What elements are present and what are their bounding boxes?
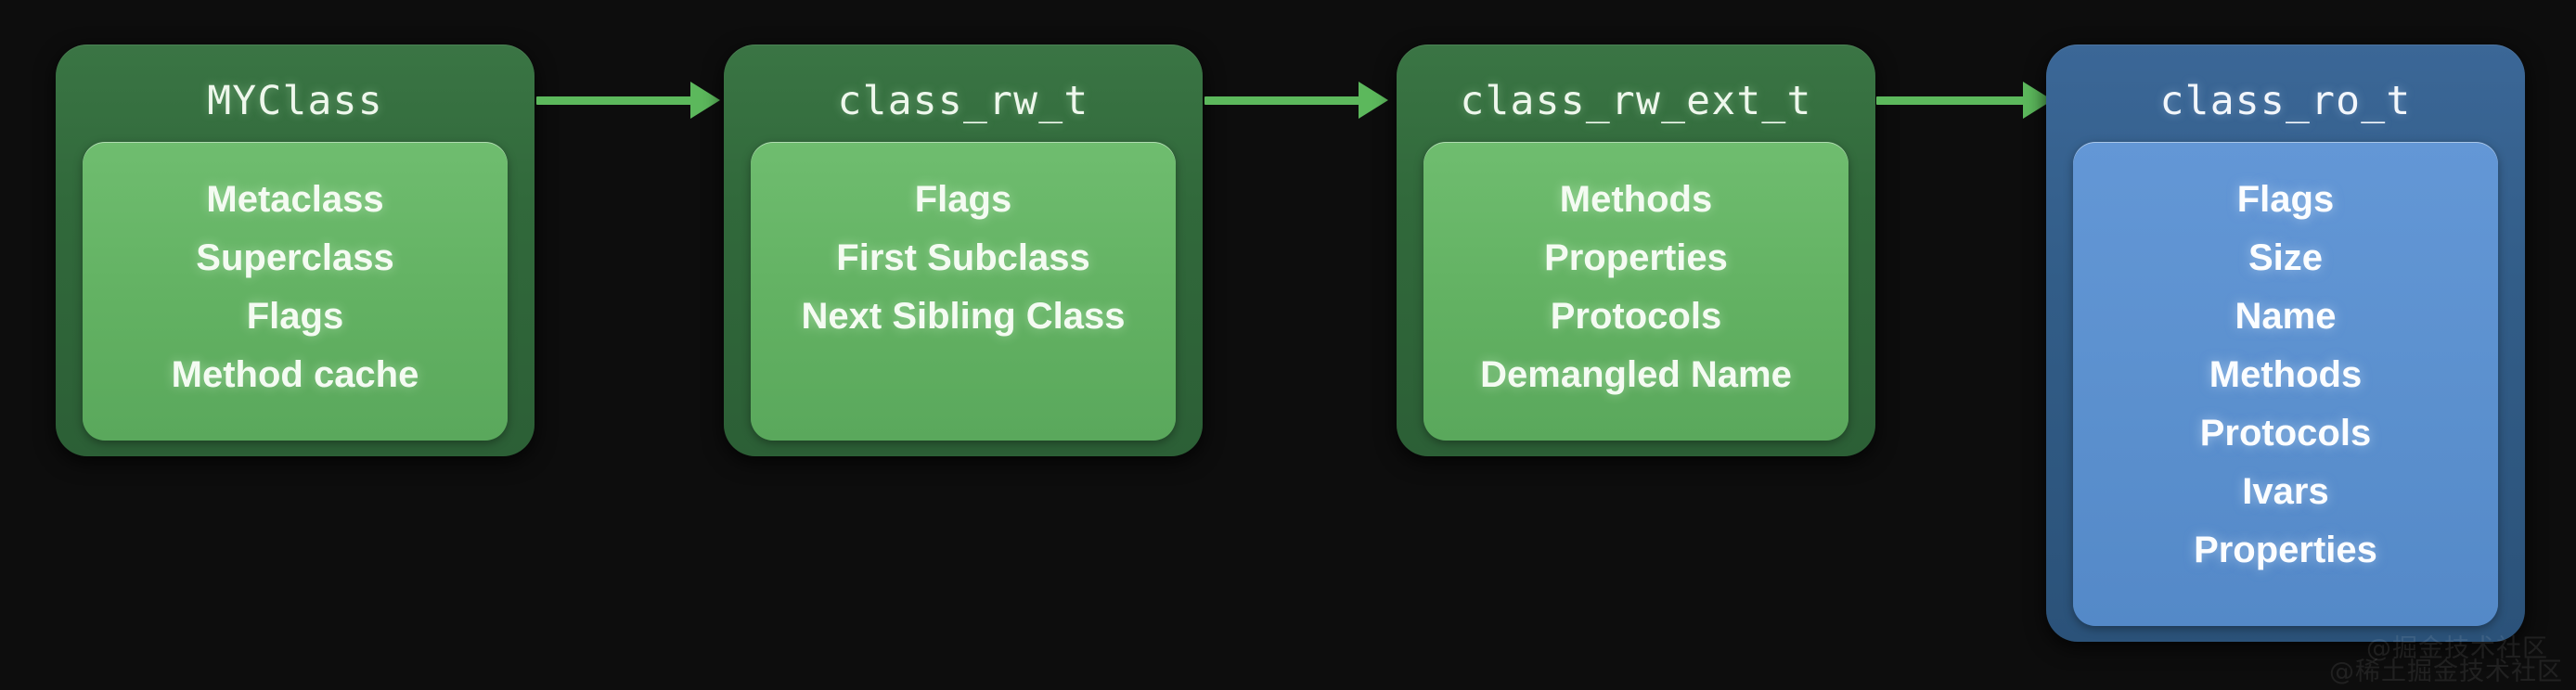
field-item: Flags	[246, 296, 344, 337]
field-item: Flags	[914, 179, 1012, 220]
arrow-myclass-to-class-rw-t	[536, 82, 720, 119]
node-title: class_rw_ext_t	[1460, 78, 1812, 124]
field-item: Properties	[1544, 237, 1728, 278]
node-class-rw-ext-t[interactable]: class_rw_ext_t Methods Properties Protoc…	[1397, 45, 1875, 456]
field-item: Next Sibling Class	[801, 296, 1126, 337]
field-item: Demangled Name	[1480, 354, 1792, 395]
field-item: First Subclass	[836, 237, 1090, 278]
node-fields-card: Methods Properties Protocols Demangled N…	[1423, 142, 1848, 441]
arrow-shaft	[536, 96, 694, 105]
node-fields-card: Flags Size Name Methods Protocols Ivars …	[2073, 142, 2498, 626]
node-myclass[interactable]: MYClass Metaclass Superclass Flags Metho…	[56, 45, 535, 456]
arrow-shaft	[1204, 96, 1362, 105]
node-class-ro-t[interactable]: class_ro_t Flags Size Name Methods Proto…	[2046, 45, 2525, 642]
field-item: Properties	[2194, 530, 2377, 570]
node-fields-card: Flags First Subclass Next Sibling Class	[751, 142, 1176, 441]
node-class-rw-t[interactable]: class_rw_t Flags First Subclass Next Sib…	[724, 45, 1203, 456]
field-item: Methods	[1559, 179, 1713, 220]
node-title: class_rw_t	[837, 78, 1089, 124]
field-item: Ivars	[2242, 471, 2329, 512]
field-item: Flags	[2236, 179, 2335, 220]
watermark-line-bottom: @稀土掘金技术社区	[2329, 658, 2563, 687]
node-title: MYClass	[207, 78, 383, 124]
field-item: Methods	[2209, 354, 2363, 395]
arrow-head-icon	[690, 82, 720, 119]
arrow-head-icon	[1359, 82, 1388, 119]
watermark-line-top: @掘金技术社区	[2366, 634, 2548, 664]
arrow-class-rw-t-to-class-rw-ext-t	[1204, 82, 1388, 119]
watermark: @掘金技术社区 @稀土掘金技术社区	[2329, 634, 2563, 687]
field-item: Name	[2235, 296, 2337, 337]
arrow-class-rw-ext-t-to-class-ro-t	[1876, 82, 2053, 119]
field-item: Protocols	[1550, 296, 1722, 337]
field-item: Size	[2248, 237, 2324, 278]
arrow-shaft	[1876, 96, 2027, 105]
field-item: Method cache	[171, 354, 419, 395]
field-item: Superclass	[196, 237, 394, 278]
node-title: class_ro_t	[2159, 78, 2412, 124]
field-item: Metaclass	[206, 179, 384, 220]
field-item: Protocols	[2199, 413, 2372, 454]
node-fields-card: Metaclass Superclass Flags Method cache	[83, 142, 508, 441]
